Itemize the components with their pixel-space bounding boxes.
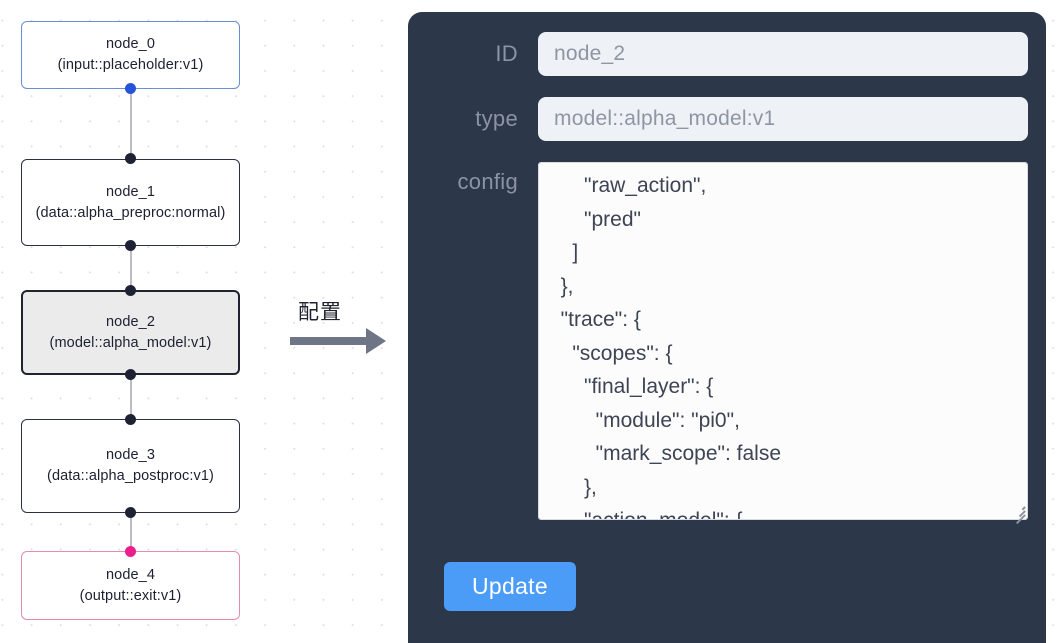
id-field-row: ID [426,32,1028,76]
config-textarea-wrap: "raw_action", "pred" ] }, "trace": { "sc… [538,162,1028,524]
edge-node1-node2 [130,245,133,291]
node-id-label: node_2 [106,313,155,330]
node-id-label: node_1 [106,183,155,200]
port-node0-output[interactable] [125,83,136,94]
port-node3-input[interactable] [125,414,136,425]
type-field-label: type [475,106,518,131]
node-type-label: (data::alpha_postproc:v1) [47,468,214,484]
arrow-head-icon [366,328,386,354]
id-input[interactable] [538,32,1028,76]
config-textarea[interactable]: "raw_action", "pred" ] }, "trace": { "sc… [538,162,1028,520]
config-field-label: config [457,169,518,194]
node-id-label: node_4 [106,566,155,583]
edge-node3-node4 [130,512,133,552]
config-arrow-label: 配置 [298,300,342,324]
node-id-label: node_3 [106,447,155,464]
graph-node-node_1[interactable]: node_1 (data::alpha_preproc:normal) [21,159,240,246]
node-config-panel: ID type config "raw_action", "pred" ] },… [408,12,1046,643]
edge-node2-node3 [130,374,133,420]
port-node2-input[interactable] [125,285,136,296]
port-node4-input[interactable] [125,546,136,557]
graph-node-node_2[interactable]: node_2 (model::alpha_model:v1) [21,290,240,375]
node-type-label: (output::exit:v1) [79,587,182,604]
graph-node-node_3[interactable]: node_3 (data::alpha_postproc:v1) [21,419,240,513]
graph-node-node_4[interactable]: node_4 (output::exit:v1) [21,551,240,620]
node-type-label: (model::alpha_model:v1) [49,334,212,351]
type-input[interactable] [538,97,1028,141]
graph-node-node_0[interactable]: node_0 (input::placeholder:v1) [21,21,240,89]
port-node1-input[interactable] [125,153,136,164]
edge-node0-node1 [130,88,133,160]
config-arrow-group: 配置 [290,296,400,366]
id-field-label: ID [495,41,518,66]
node-id-label: node_0 [106,36,155,53]
port-node3-output[interactable] [125,507,136,518]
config-field-row: config "raw_action", "pred" ] }, "trace"… [426,162,1028,524]
node-type-label: (data::alpha_preproc:normal) [35,204,226,221]
port-node2-output[interactable] [125,369,136,380]
node-type-label: (input::placeholder:v1) [57,57,204,73]
port-node1-output[interactable] [125,240,136,251]
arrow-shaft-icon [290,337,368,345]
type-field-row: type [426,97,1028,141]
update-button[interactable]: Update [444,562,576,611]
